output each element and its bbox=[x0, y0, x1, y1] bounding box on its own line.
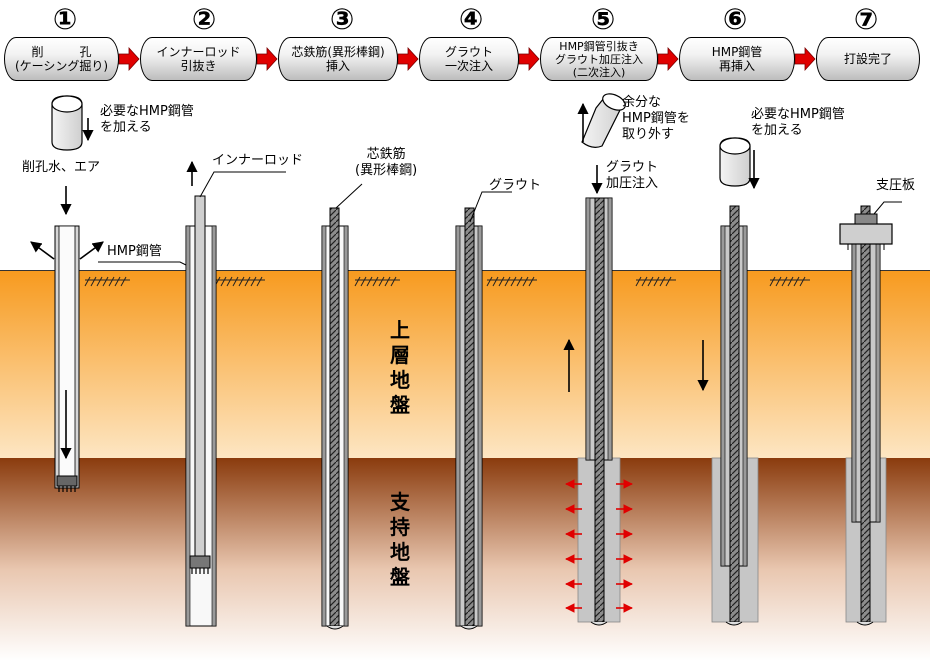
step-box-2: インナーロッド 引抜き bbox=[140, 37, 257, 81]
step-box-5: HMP鋼管引抜き グラウト加圧注入 (二次注入) bbox=[540, 37, 658, 81]
rebar-4 bbox=[464, 207, 475, 627]
column-2-inner-rod bbox=[185, 160, 286, 627]
step-box-1: 削 孔 (ケーシング掘り) bbox=[4, 37, 119, 81]
caption-drilling-water-air: 削孔水、エア bbox=[22, 160, 101, 175]
step-arrow-1 bbox=[118, 46, 140, 72]
step-label-1: 削 孔 (ケーシング掘り) bbox=[14, 45, 109, 73]
step-number-5: ⑤ bbox=[590, 2, 616, 36]
step-label-5: HMP鋼管引抜き グラウト加圧注入 (二次注入) bbox=[555, 39, 643, 79]
caption-rebar: 芯鉄筋 (異形棒鋼) bbox=[355, 147, 418, 178]
rebar-3 bbox=[329, 207, 340, 627]
step-number-3: ③ bbox=[329, 2, 355, 36]
step-arrows bbox=[118, 46, 816, 72]
caption-grout: グラウト bbox=[489, 178, 542, 193]
column-6-reinsert bbox=[697, 137, 760, 626]
step-number-2: ② bbox=[191, 2, 217, 36]
step-arrow-4 bbox=[518, 46, 540, 72]
step-box-4: グラウト 一次注入 bbox=[419, 37, 519, 81]
column-3-rebar bbox=[321, 183, 363, 630]
step-label-6: HMP鋼管 再挿入 bbox=[711, 45, 763, 73]
step-box-3: 芯鉄筋(異形棒鋼) 挿入 bbox=[278, 37, 398, 81]
step-label-3: 芯鉄筋(異形棒鋼) 挿入 bbox=[291, 45, 385, 73]
caption-add-pipe-1: 必要なHMP鋼管 を加える bbox=[100, 104, 194, 135]
label-upper-ground: 上 層 地 盤 bbox=[390, 318, 410, 417]
step-arrow-3 bbox=[397, 46, 419, 72]
caption-add-pipe-2: 必要なHMP鋼管 を加える bbox=[751, 107, 845, 138]
caption-grout-pressure: グラウト 加圧注入 bbox=[606, 160, 659, 191]
step-arrow-5 bbox=[657, 46, 679, 72]
pressure-arrows bbox=[565, 479, 633, 613]
rebar-7 bbox=[860, 205, 871, 623]
caption-hmp-pipe: HMP鋼管 bbox=[107, 244, 162, 259]
step-number-1: ① bbox=[52, 2, 78, 36]
step-arrow-2 bbox=[256, 46, 278, 72]
step-number-4: ④ bbox=[458, 2, 484, 36]
column-4-grout bbox=[455, 191, 512, 630]
ground-hatch bbox=[84, 276, 810, 287]
column-1-drilling bbox=[30, 95, 189, 492]
step-number-6: ⑥ bbox=[722, 2, 748, 36]
caption-inner-rod: インナーロッド bbox=[212, 153, 304, 168]
column-5-pressure-grout bbox=[563, 93, 633, 626]
rebar-6 bbox=[729, 205, 740, 623]
step-label-4: グラウト 一次注入 bbox=[444, 45, 493, 73]
bearing-plate bbox=[839, 223, 893, 245]
step-label-7: 打設完了 bbox=[843, 52, 892, 66]
step-label-2: インナーロッド 引抜き bbox=[156, 45, 241, 73]
drill-bit-1 bbox=[56, 475, 78, 487]
label-support-ground: 支 持 地 盤 bbox=[390, 490, 410, 589]
step-box-6: HMP鋼管 再挿入 bbox=[679, 37, 795, 81]
step-arrow-6 bbox=[794, 46, 816, 72]
caption-bearing-plate: 支圧板 bbox=[876, 178, 916, 193]
column-7-complete bbox=[839, 201, 902, 626]
step-box-7: 打設完了 bbox=[816, 37, 920, 81]
inner-rod bbox=[194, 195, 206, 557]
step-number-7: ⑦ bbox=[853, 2, 879, 36]
rebar-5 bbox=[594, 197, 605, 623]
caption-remove-pipe: 余分な HMP鋼管を 取り外す bbox=[622, 95, 690, 142]
